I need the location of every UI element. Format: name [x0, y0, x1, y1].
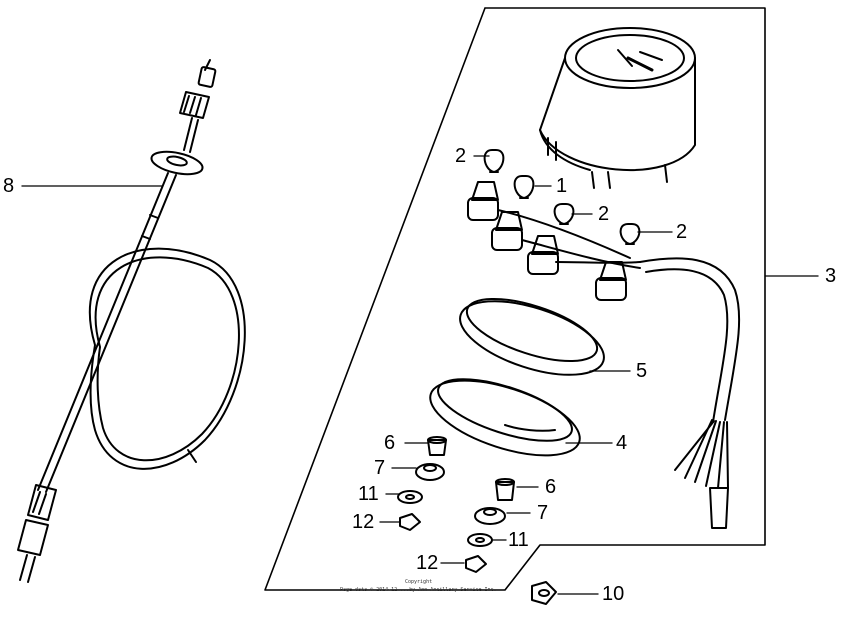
callout-11-left: 11 — [358, 483, 379, 505]
callout-6-left: 6 — [384, 432, 396, 454]
assembly-boundary — [264, 7, 766, 591]
indicator-bulbs — [483, 149, 641, 245]
callout-10: 10 — [602, 583, 625, 605]
callout-7-right: 7 — [537, 502, 549, 524]
speedometer-cable — [17, 59, 246, 583]
callout-6-right: 6 — [545, 476, 557, 498]
leader-lines — [21, 155, 819, 595]
callout-8: 8 — [3, 175, 15, 197]
copyright-fine-print: Page data © 2014-12 ...by Ann Ancillary … — [340, 587, 497, 593]
callout-4: 4 — [616, 432, 628, 454]
gasket-ring — [459, 297, 605, 376]
callout-5: 5 — [636, 360, 648, 382]
callout-1: 1 — [556, 175, 568, 197]
copyright-label: Copyright — [405, 579, 433, 585]
callout-12-left: 12 — [352, 511, 375, 533]
speedometer-housing — [539, 27, 696, 189]
callout-3: 3 — [825, 265, 837, 287]
bezel-ring — [429, 378, 581, 457]
callout-2-right: 2 — [676, 221, 688, 243]
callout-7-left: 7 — [374, 457, 386, 479]
bulb-harness — [467, 181, 741, 529]
callout-11-right: 11 — [508, 529, 529, 551]
callout-12-right: 12 — [416, 552, 439, 574]
callout-2-middle: 2 — [598, 203, 610, 225]
callout-2-upper: 2 — [455, 145, 467, 167]
